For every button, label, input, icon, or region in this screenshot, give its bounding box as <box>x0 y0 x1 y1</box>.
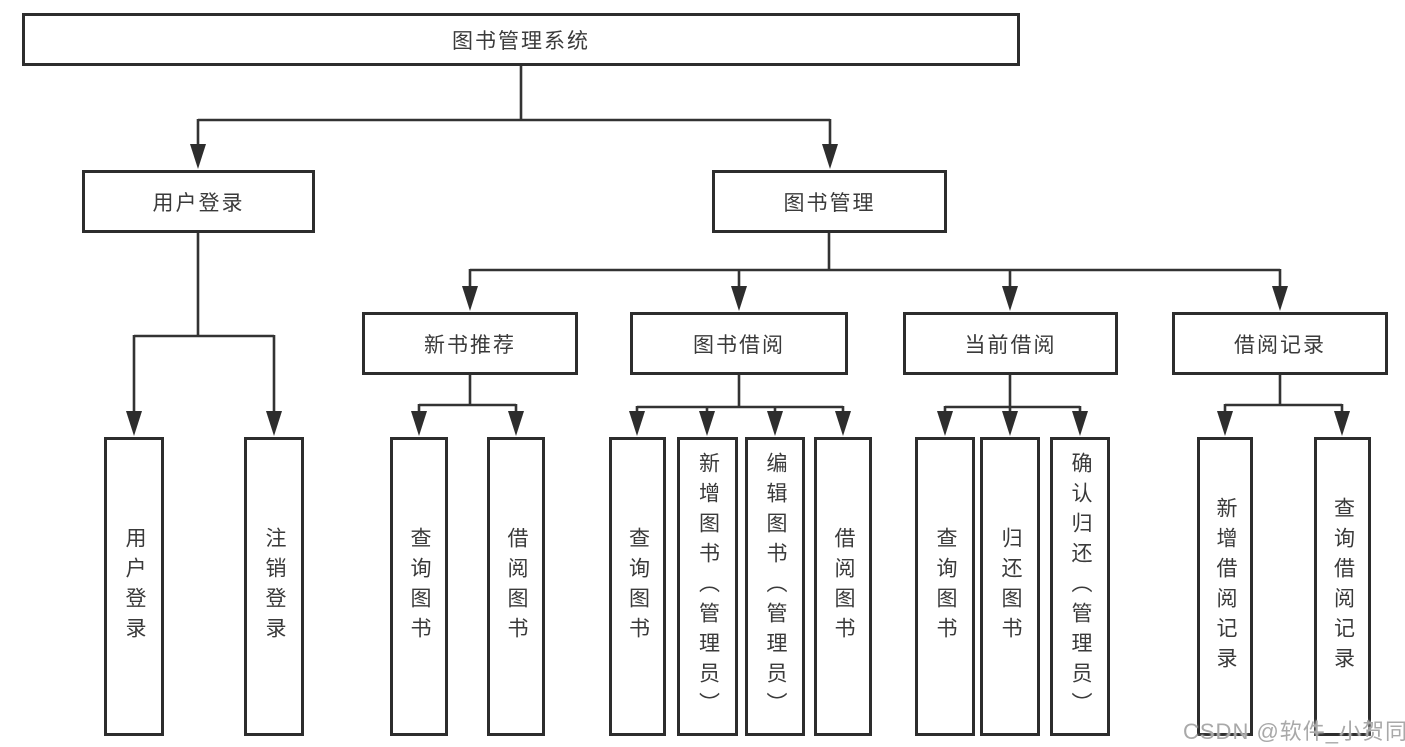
leaf-return-books: 归还图书 <box>980 437 1040 736</box>
leaf-query-borrow-record: 查询借阅记录 <box>1314 437 1371 736</box>
leaf-user-login: 用户登录 <box>104 437 164 736</box>
leaf-logout-login: 注销登录 <box>244 437 304 736</box>
node-current-borrowing: 当前借阅 <box>903 312 1118 375</box>
connector-user-login-branch <box>132 233 276 418</box>
leaf-borrow-books: 借阅图书 <box>814 437 872 736</box>
arrowhead <box>937 411 953 436</box>
leaf-query-books-recommend: 查询图书 <box>390 437 448 736</box>
leaf-edit-books-admin: 编辑图书（管理员） <box>745 437 805 736</box>
leaf-add-books-admin: 新增图书（管理员） <box>677 437 738 736</box>
arrowhead <box>1002 411 1018 436</box>
connector-book-management-branch <box>468 233 1282 293</box>
arrowhead <box>1272 286 1288 311</box>
leaf-query-books-borrow: 查询图书 <box>609 437 666 736</box>
arrowhead <box>731 286 747 311</box>
arrowhead <box>699 411 715 436</box>
node-book-management: 图书管理 <box>712 170 947 233</box>
arrowhead <box>508 411 524 436</box>
arrowhead <box>190 144 206 169</box>
arrowhead <box>767 411 783 436</box>
leaf-borrow-books-recommend: 借阅图书 <box>487 437 545 736</box>
arrowhead <box>822 144 838 169</box>
arrowhead <box>1072 411 1088 436</box>
connector-current-borrow-branch <box>943 375 1082 418</box>
node-system-root: 图书管理系统 <box>22 13 1020 66</box>
arrowhead <box>411 411 427 436</box>
node-user-login: 用户登录 <box>82 170 315 233</box>
leaf-confirm-return-admin: 确认归还（管理员） <box>1050 437 1110 736</box>
connector-new-book-branch <box>417 375 518 418</box>
arrowhead <box>126 411 142 436</box>
watermark-text: CSDN @软件_小贺同学 <box>1183 719 1405 744</box>
arrowhead <box>629 411 645 436</box>
node-borrowing-records: 借阅记录 <box>1172 312 1388 375</box>
arrowhead <box>266 411 282 436</box>
node-new-book-recommendation: 新书推荐 <box>362 312 578 375</box>
arrowhead <box>1334 411 1350 436</box>
node-book-borrowing: 图书借阅 <box>630 312 848 375</box>
arrowhead <box>1217 411 1233 436</box>
arrowhead <box>1002 286 1018 311</box>
connector-root-to-level1 <box>196 66 832 152</box>
leaf-add-borrow-record: 新增借阅记录 <box>1197 437 1253 736</box>
connector-book-borrow-branch <box>635 375 845 418</box>
connector-borrow-record-branch <box>1223 375 1344 418</box>
arrowhead <box>462 286 478 311</box>
arrowhead <box>835 411 851 436</box>
leaf-query-books-current: 查询图书 <box>915 437 975 736</box>
